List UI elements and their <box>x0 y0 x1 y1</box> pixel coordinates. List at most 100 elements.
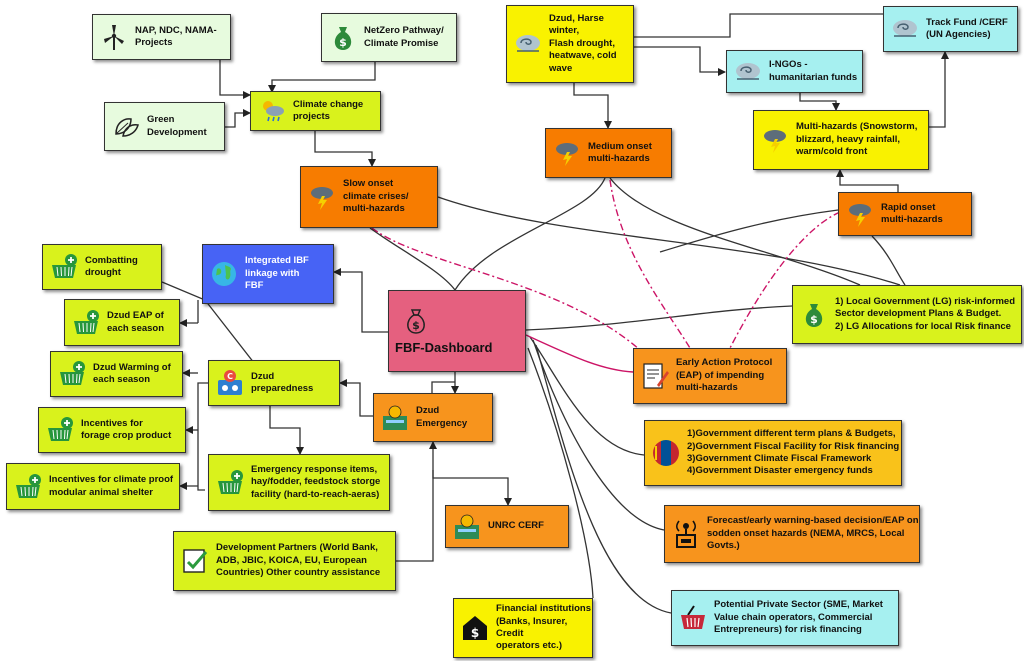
government-label: 1)Government different term plans & Budg… <box>687 428 900 477</box>
checkmark-icon <box>180 546 210 576</box>
curve-fbf-to-fin <box>527 347 594 599</box>
emergency-response-label: Emergency response items, hay/fodder, fe… <box>251 463 381 500</box>
mongolia-flag-icon <box>651 438 681 468</box>
coin-card-icon <box>380 403 410 433</box>
green-label: Green Development <box>147 114 207 138</box>
node-warming[interactable]: Dzud Warming of each season <box>50 351 183 397</box>
sun-cloud-rain-icon <box>257 96 287 126</box>
node-dzud-emergency[interactable]: Dzud Emergency <box>373 393 493 442</box>
node-emergency-response[interactable]: Emergency response items, hay/fodder, fe… <box>208 454 390 511</box>
node-combatting-drought[interactable]: Combatting drought <box>42 244 162 290</box>
globe-icon <box>209 259 239 289</box>
node-eap-season[interactable]: Dzud EAP of each season <box>64 299 180 346</box>
link-fbf-to-eap <box>525 334 634 373</box>
multi-hazards-label: Multi-hazards (Snowstorm, blizzard, heav… <box>796 121 918 158</box>
node-track-fund[interactable]: Track Fund /CERF (UN Agencies) <box>883 6 1018 52</box>
curve-fbf-to-gov <box>529 336 645 456</box>
early-action-protocol-label: Early Action Protocol (EAP) of impending… <box>676 357 773 394</box>
local-government-label: 1) Local Government (LG) risk-informed S… <box>835 295 1015 332</box>
curve-slow-to-lg <box>437 196 901 286</box>
wind-swirl-icon <box>890 14 920 44</box>
dzud-preparedness-label: Dzud preparedness <box>251 370 314 394</box>
node-forage[interactable]: Incentives for forage crop product <box>38 407 186 453</box>
line-dzudharse-to-track <box>634 13 883 38</box>
svg-text:$: $ <box>471 626 479 640</box>
node-multi-hazards[interactable]: Multi-hazards (Snowstorm, blizzard, heav… <box>753 110 929 170</box>
financial-institutions-label: Financial institutions (Banks, Insurer, … <box>496 603 592 652</box>
curve-rapid-left <box>659 209 839 253</box>
coin-card-icon <box>452 512 482 542</box>
arrow-rapid-to-multi <box>836 169 899 192</box>
climate-label: Climate change projects <box>293 98 364 122</box>
node-unrc-cerf[interactable]: UNRC CERF <box>445 505 569 548</box>
basket-plus-icon <box>45 415 75 445</box>
arrow-climate-to-slow <box>314 131 376 167</box>
node-nap[interactable]: NAP, NDC, NAMA- Projects <box>92 14 231 60</box>
node-dzud-preparedness[interactable]: C Dzud preparedness <box>208 360 340 406</box>
dollar-house-icon: $ <box>460 613 490 643</box>
node-local-government[interactable]: $ 1) Local Government (LG) risk-informed… <box>792 285 1022 344</box>
curve-medium-to-fbf <box>454 177 606 291</box>
leaves-icon <box>111 112 141 142</box>
basket-plus-icon <box>49 252 79 282</box>
basket-plus-icon <box>57 359 87 389</box>
node-early-action-protocol[interactable]: Early Action Protocol (EAP) of impending… <box>633 348 787 404</box>
warming-label: Dzud Warming of each season <box>93 361 171 385</box>
money-bag-icon: $ <box>799 300 829 330</box>
arrow-dzudharse-to-ingo <box>634 46 726 76</box>
node-development-partners[interactable]: Development Partners (World Bank, ADB, J… <box>173 531 396 591</box>
dashed-link-medium-to-eap <box>609 179 691 349</box>
node-forecast[interactable]: Forecast/early warning-based decision/EA… <box>664 505 920 563</box>
node-slow-onset[interactable]: Slow onset climate crises/ multi-hazards <box>300 166 438 228</box>
arrow-fbf-to-ibf <box>333 268 388 333</box>
ibf-label: Integrated IBF linkage with FBF <box>245 255 309 292</box>
node-fbf-dashboard[interactable]: $ FBF-Dashboard <box>388 290 526 372</box>
development-partners-label: Development Partners (World Bank, ADB, J… <box>216 542 381 579</box>
node-green[interactable]: Green Development <box>104 102 225 151</box>
medium-onset-label: Medium onset multi-hazards <box>588 140 652 164</box>
forecast-label: Forecast/early warning-based decision/EA… <box>707 515 919 552</box>
signal-tower-icon <box>671 519 701 549</box>
arrow-dzudharse-to-medium <box>573 83 612 129</box>
arrow-devpart-to-emerg <box>396 441 437 562</box>
node-private-sector[interactable]: Potential Private Sector (SME, Market Va… <box>671 590 899 646</box>
node-ingo[interactable]: I-NGOs - humanitarian funds <box>726 50 863 93</box>
line-prep-left-bus <box>197 382 208 491</box>
svg-text:$: $ <box>412 319 420 332</box>
basket-plus-icon <box>13 472 43 502</box>
line-emerg-to-fbf-link <box>431 381 455 393</box>
nap-label: NAP, NDC, NAMA- Projects <box>135 24 217 48</box>
svg-text:C: C <box>227 372 233 381</box>
node-netzero[interactable]: $ NetZero Pathway/ Climate Promise <box>321 13 457 62</box>
shopping-basket-icon <box>678 603 708 633</box>
track-fund-label: Track Fund /CERF (UN Agencies) <box>926 16 1008 40</box>
dzud-harse-label: Dzud, Harse winter, Flash drought, heatw… <box>549 13 617 74</box>
node-ibf[interactable]: Integrated IBF linkage with FBF <box>202 244 334 304</box>
rapid-onset-label: Rapid onset multi-hazards <box>881 201 943 225</box>
node-government[interactable]: 1)Government different term plans & Budg… <box>644 420 902 486</box>
node-medium-onset[interactable]: Medium onset multi-hazards <box>545 128 672 178</box>
node-financial-institutions[interactable]: $ Financial institutions (Banks, Insurer… <box>453 598 593 658</box>
dashboard-scale-icon: C <box>215 368 245 398</box>
basket-plus-icon <box>215 468 245 498</box>
dzud-emergency-label: Dzud Emergency <box>416 405 468 429</box>
eap-season-label: Dzud EAP of each season <box>107 310 165 334</box>
money-bag-icon: $ <box>328 23 358 53</box>
arrow-multi-to-track <box>929 51 949 128</box>
arrow-ingo-to-multi <box>799 93 840 111</box>
storm-icon <box>307 182 337 212</box>
arrow-green-to-climate <box>225 109 251 128</box>
arrow-emerg-to-unrc <box>432 470 512 506</box>
arrow-netzero-to-climate <box>268 62 376 93</box>
dashed-link-slow-to-eap <box>371 227 641 351</box>
storm-icon <box>552 138 582 168</box>
node-rapid-onset[interactable]: Rapid onset multi-hazards <box>838 192 972 236</box>
netzero-label: NetZero Pathway/ Climate Promise <box>364 25 444 49</box>
wind-swirl-icon <box>733 57 763 87</box>
node-dzud-harse[interactable]: Dzud, Harse winter, Flash drought, heatw… <box>506 5 634 83</box>
node-shelter[interactable]: Incentives for climate proof modular ani… <box>6 463 180 510</box>
node-climate[interactable]: Climate change projects <box>250 91 381 131</box>
fbf-dashboard-label: FBF-Dashboard <box>395 339 493 355</box>
slow-onset-label: Slow onset climate crises/ multi-hazards <box>343 178 409 215</box>
